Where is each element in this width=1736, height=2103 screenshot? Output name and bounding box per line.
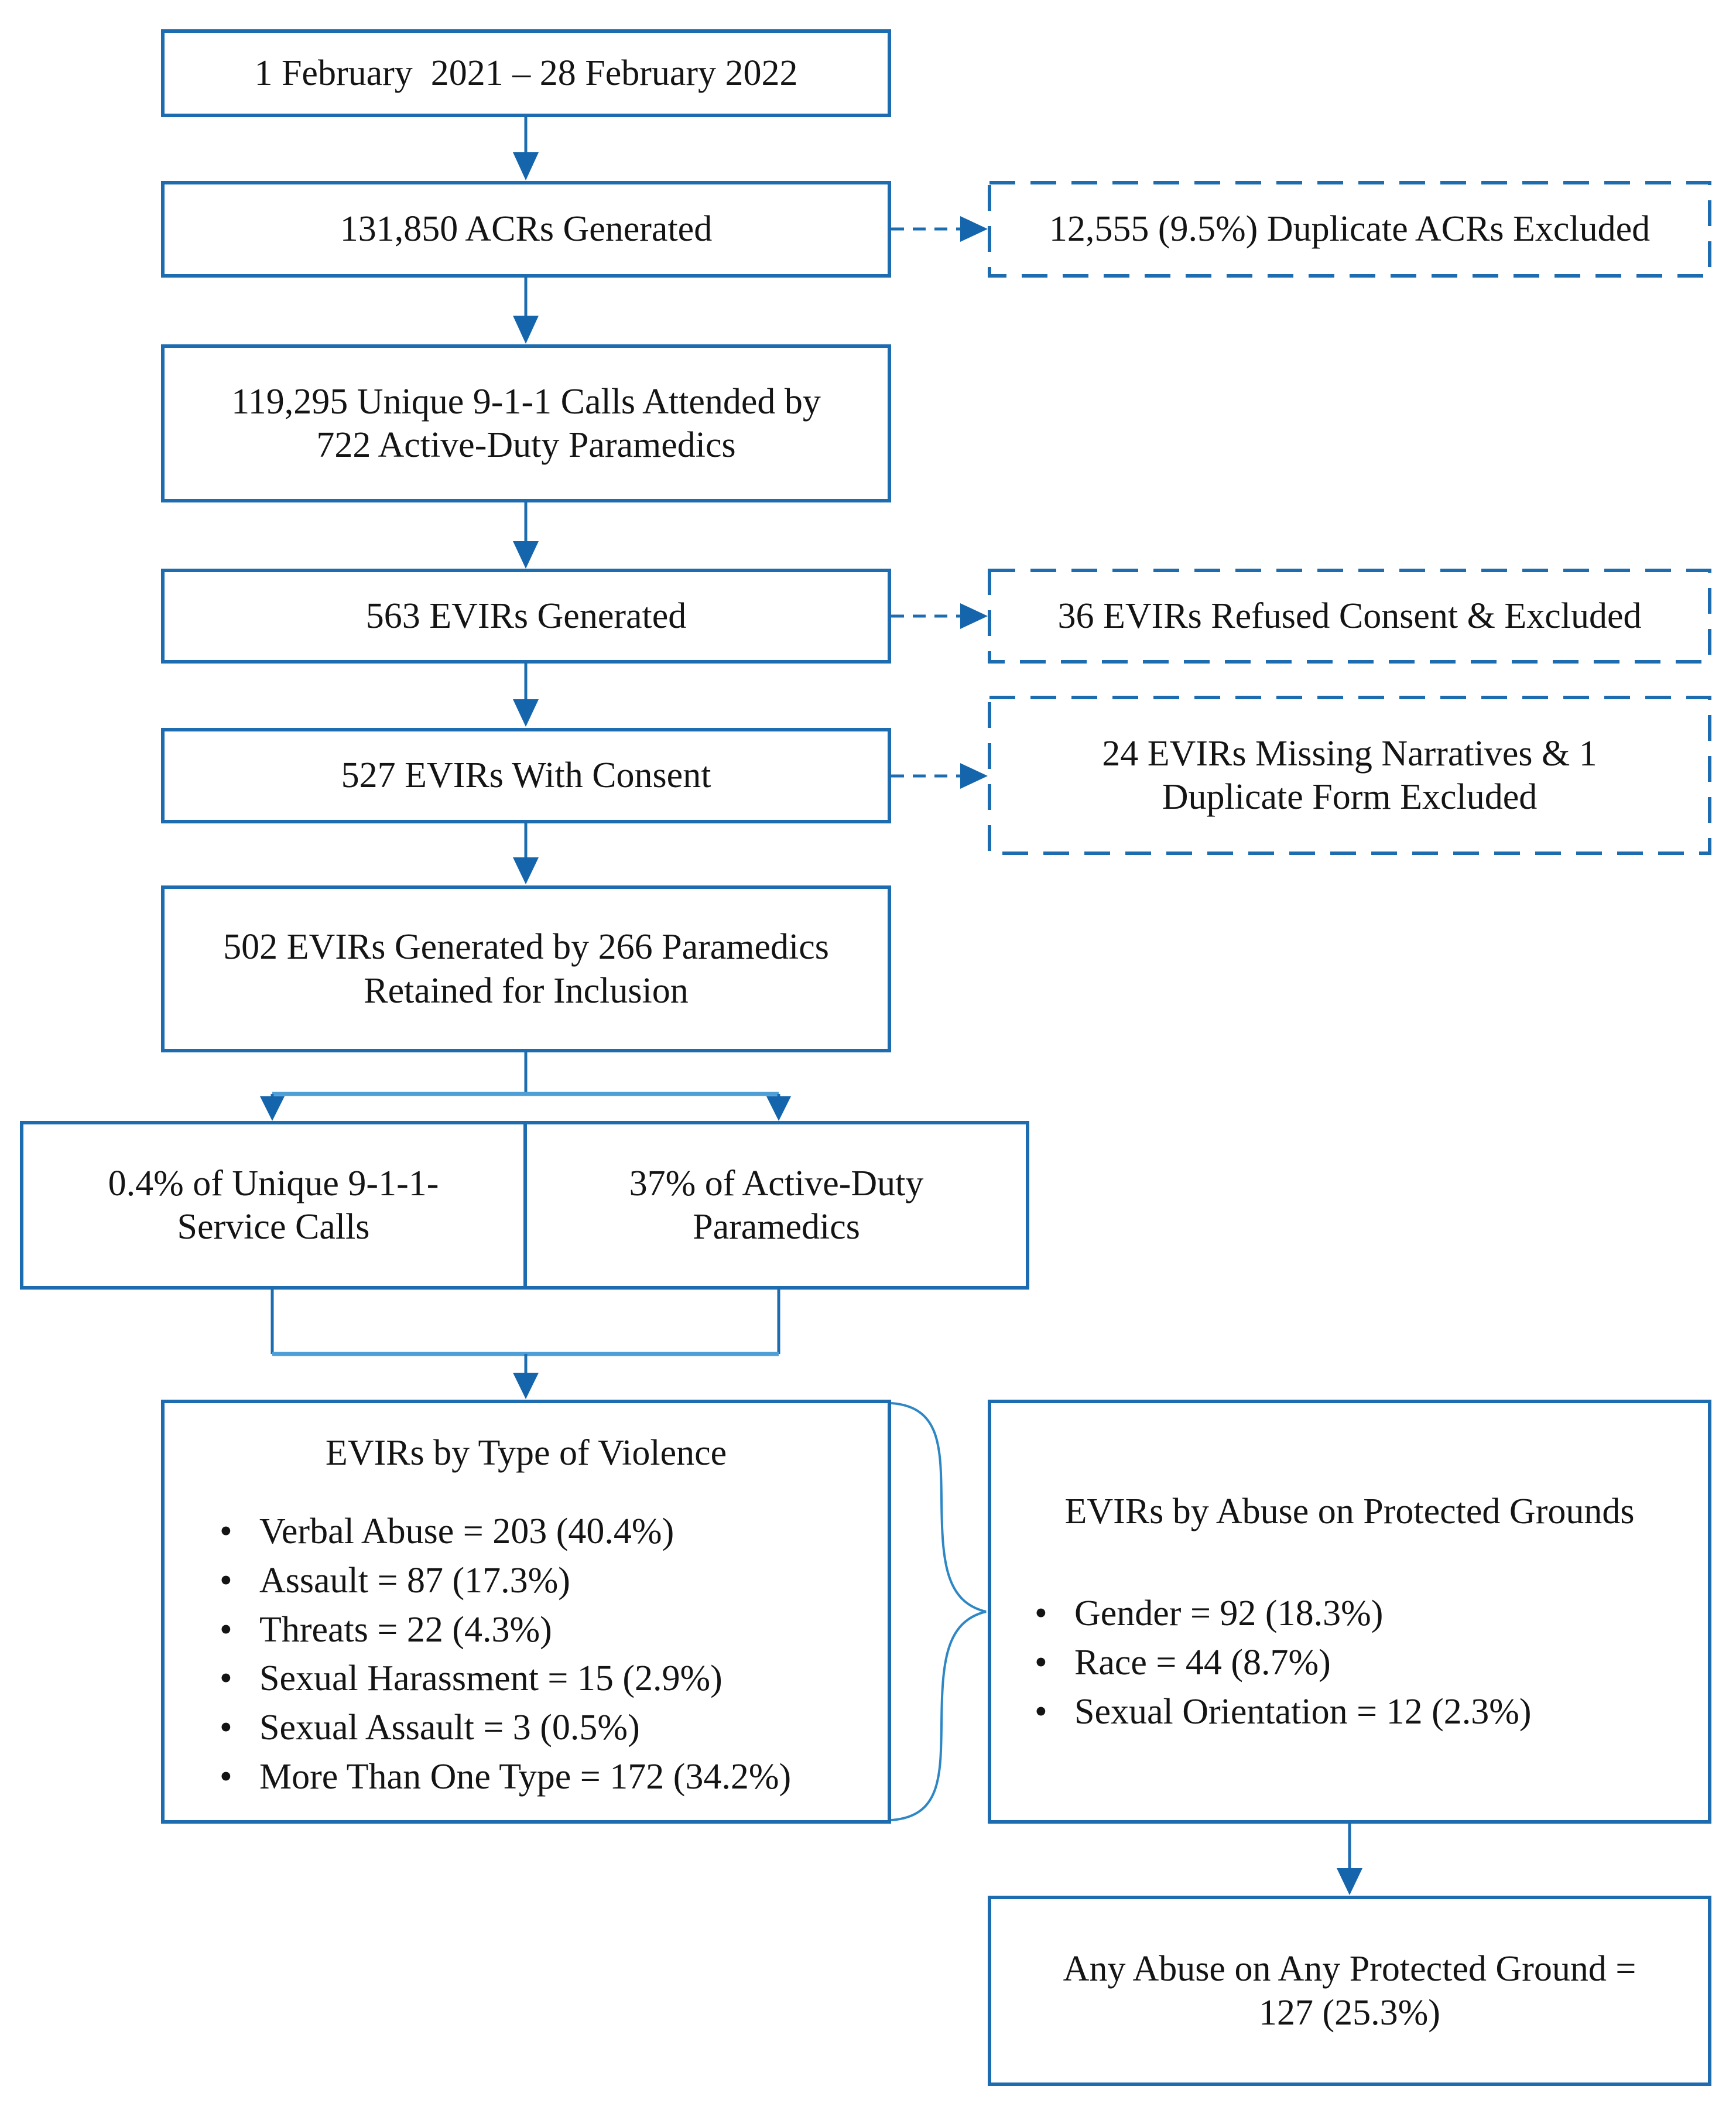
arrow-consent-to-retained-head bbox=[513, 857, 539, 884]
node-protected-grounds: EVIRs by Abuse on Protected Grounds Gend… bbox=[988, 1400, 1711, 1824]
node-acrs-generated-text: 131,850 ACRs Generated bbox=[340, 209, 713, 249]
node-pct-paramedics: 37% of Active-Duty Paramedics bbox=[527, 1124, 1026, 1286]
node-duplicates-excluded: 12,555 (9.5%) Duplicate ACRs Excluded bbox=[988, 181, 1711, 278]
list-item: More Than One Type = 172 (34.2%) bbox=[217, 1753, 870, 1802]
node-any-abuse: Any Abuse on Any Protected Ground = 127 … bbox=[988, 1896, 1711, 2086]
arrow-calls-to-evir-head bbox=[513, 541, 539, 569]
node-refused-consent: 36 EVIRs Refused Consent & Excluded bbox=[988, 569, 1711, 664]
node-acrs-generated: 131,850 ACRs Generated bbox=[161, 181, 891, 278]
node-unique-calls: 119,295 Unique 9-1-1 Calls Attended by 7… bbox=[161, 344, 891, 502]
list-item: Sexual Orientation = 12 (2.3%) bbox=[1032, 1688, 1690, 1737]
node-pct-paramedics-text: 37% of Active-Duty Paramedics bbox=[629, 1163, 924, 1247]
node-retained-text: 502 EVIRs Generated by 266 Paramedics Re… bbox=[223, 927, 829, 1011]
split-connector-right-head bbox=[766, 1096, 791, 1121]
node-refused-consent-text: 36 EVIRs Refused Consent & Excluded bbox=[1057, 596, 1642, 636]
node-violence-types: EVIRs by Type of Violence Verbal Abuse =… bbox=[161, 1400, 891, 1824]
node-percentage-row: 0.4% of Unique 9-1-1- Service Calls 37% … bbox=[20, 1121, 1029, 1290]
node-evirs-generated-text: 563 EVIRs Generated bbox=[365, 596, 687, 636]
list-item: Gender = 92 (18.3%) bbox=[1032, 1589, 1690, 1639]
node-date-range: 1 February 2021 – 28 February 2022 bbox=[161, 29, 891, 117]
node-retained: 502 EVIRs Generated by 266 Paramedics Re… bbox=[161, 885, 891, 1052]
dashed-border-refused bbox=[988, 569, 1711, 664]
merge-connector-head bbox=[513, 1373, 539, 1399]
arrow-protected-to-final-head bbox=[1337, 1868, 1362, 1895]
node-unique-calls-text: 119,295 Unique 9-1-1 Calls Attended by 7… bbox=[231, 381, 821, 465]
node-evirs-with-consent: 527 EVIRs With Consent bbox=[161, 728, 891, 823]
curly-brace-connector bbox=[891, 1402, 987, 1821]
protected-grounds-list: Gender = 92 (18.3%) Race = 44 (8.7%) Sex… bbox=[1009, 1589, 1690, 1736]
node-any-abuse-text: Any Abuse on Any Protected Ground = 127 … bbox=[1063, 1949, 1636, 2033]
dashed-arrow-refused-head bbox=[960, 603, 988, 629]
violence-types-title: EVIRs by Type of Violence bbox=[325, 1433, 727, 1473]
node-pct-service-calls-text: 0.4% of Unique 9-1-1- Service Calls bbox=[108, 1163, 439, 1247]
protected-grounds-title: EVIRs by Abuse on Protected Grounds bbox=[1064, 1492, 1635, 1531]
list-item: Sexual Assault = 3 (0.5%) bbox=[217, 1704, 870, 1753]
list-item: Assault = 87 (17.3%) bbox=[217, 1557, 870, 1606]
dashed-border-missing bbox=[988, 696, 1711, 855]
node-evirs-generated: 563 EVIRs Generated bbox=[161, 569, 891, 664]
node-evirs-with-consent-text: 527 EVIRs With Consent bbox=[341, 755, 711, 796]
dashed-border-duplicates bbox=[988, 181, 1711, 278]
arrow-date-to-acr-head bbox=[513, 152, 539, 180]
list-item: Sexual Harassment = 15 (2.9%) bbox=[217, 1654, 870, 1704]
node-duplicates-excluded-text: 12,555 (9.5%) Duplicate ACRs Excluded bbox=[1049, 209, 1651, 249]
dashed-arrow-missing-head bbox=[960, 763, 988, 789]
list-item: Verbal Abuse = 203 (40.4%) bbox=[217, 1507, 870, 1557]
node-missing-narratives-text: 24 EVIRs Missing Narratives & 1 Duplicat… bbox=[1102, 733, 1597, 817]
violence-types-list: Verbal Abuse = 203 (40.4%) Assault = 87 … bbox=[182, 1507, 870, 1801]
list-item: Race = 44 (8.7%) bbox=[1032, 1639, 1690, 1688]
dashed-arrow-duplicates-head bbox=[960, 216, 988, 242]
arrow-acr-to-calls-head bbox=[513, 316, 539, 344]
split-connector-left-head bbox=[260, 1096, 285, 1121]
list-item: Threats = 22 (4.3%) bbox=[217, 1606, 870, 1655]
node-missing-narratives: 24 EVIRs Missing Narratives & 1 Duplicat… bbox=[988, 696, 1711, 855]
node-pct-service-calls: 0.4% of Unique 9-1-1- Service Calls bbox=[23, 1124, 527, 1286]
arrow-evir-to-consent-head bbox=[513, 699, 539, 727]
node-date-range-text: 1 February 2021 – 28 February 2022 bbox=[254, 53, 798, 93]
